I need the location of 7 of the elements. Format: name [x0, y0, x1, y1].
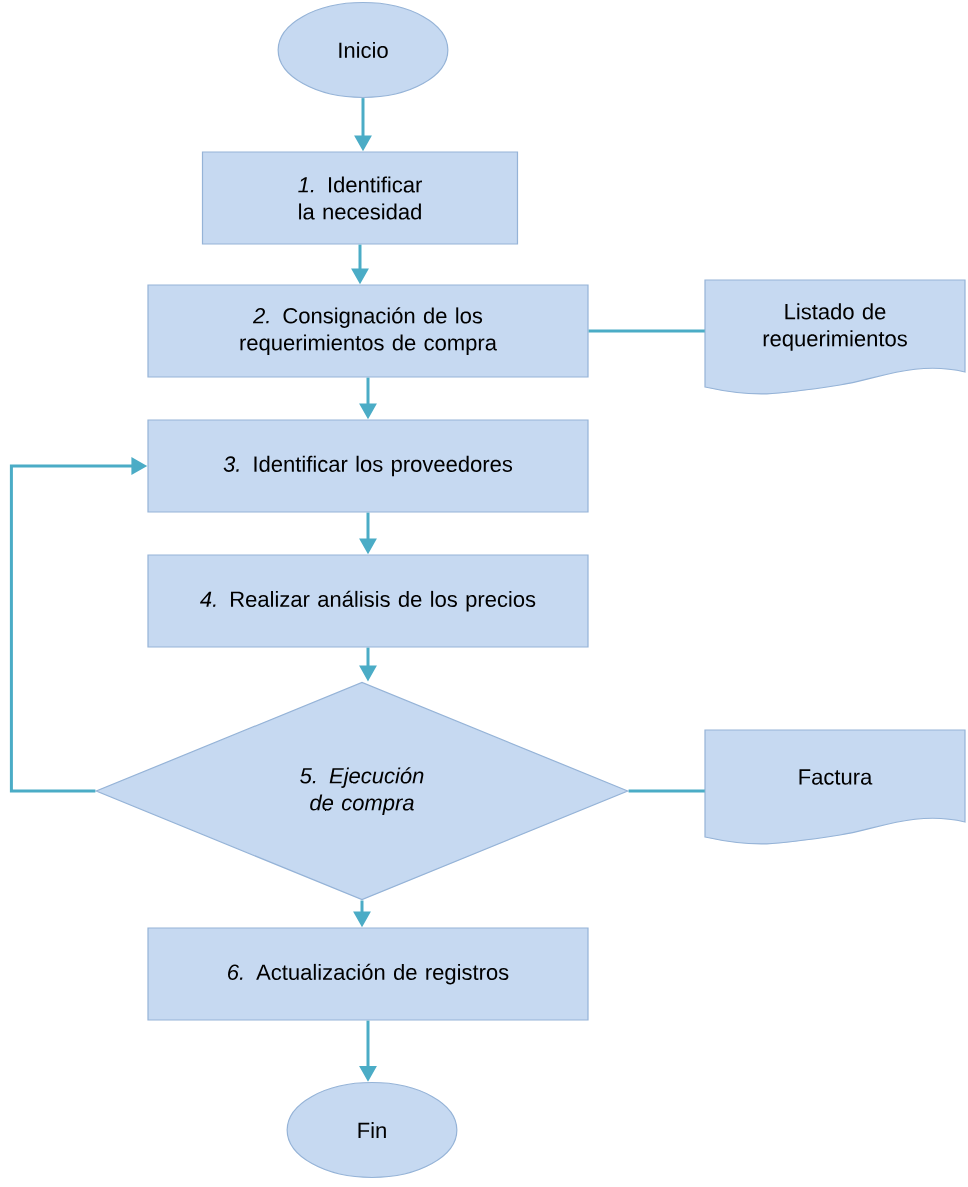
process-box: 4. Realizar análisis de los precios	[147, 554, 589, 648]
connector-line	[628, 789, 705, 793]
process-box: 6. Actualización de registros	[147, 927, 589, 1021]
process-box: 2. Consignación de los requerimientos de compra	[147, 284, 589, 378]
process-box: 3. Identificar los proveedores	[147, 419, 589, 513]
connector-line	[588, 329, 705, 333]
process-box: 1. Identificar la necesidad	[201, 151, 519, 245]
